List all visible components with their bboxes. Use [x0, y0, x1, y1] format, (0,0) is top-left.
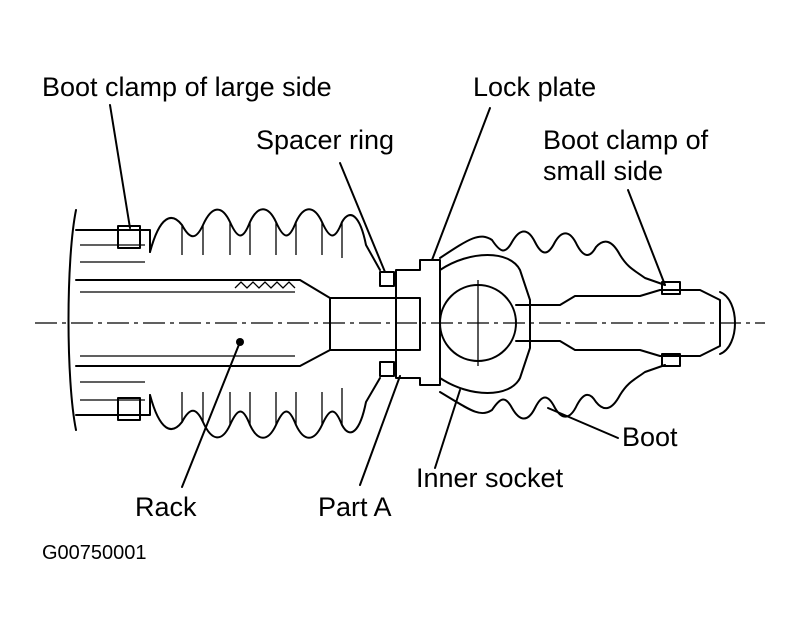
tie-rod-break — [719, 291, 736, 355]
leader-rack — [181, 341, 241, 488]
rack-shaft — [75, 279, 331, 367]
leader-boot — [547, 407, 619, 439]
tie-rod — [515, 289, 721, 357]
rack-teeth — [234, 281, 296, 289]
small-boot-top — [439, 230, 666, 286]
lock-plate — [395, 259, 441, 386]
small-boot-clamp-top — [661, 281, 681, 295]
inner-socket-housing — [439, 254, 531, 394]
spacer-ring-bottom — [379, 361, 395, 377]
housing-outline — [75, 229, 151, 416]
label-rack: Rack — [135, 492, 197, 522]
label-inner-socket: Inner socket — [416, 463, 564, 493]
label-part-a: Part A — [318, 492, 392, 522]
housing-ribs — [80, 244, 145, 401]
bellows-fold-lines — [181, 222, 343, 425]
small-boot-clamp-bottom — [661, 353, 681, 367]
housing-left-break — [67, 209, 77, 431]
label-lock-plate: Lock plate — [473, 72, 597, 102]
large-boot-bellows-bottom — [149, 377, 381, 439]
leader-boot-clamp-small — [627, 189, 666, 286]
leader-spacer-ring — [339, 162, 386, 273]
rack-shaft-inner — [80, 291, 295, 357]
label-boot-clamp-large: Boot clamp of large side — [42, 72, 332, 102]
leader-inner-socket — [434, 389, 461, 469]
label-boot-clamp-small-line1: Boot clamp of — [543, 125, 709, 155]
leader-lock-plate — [431, 107, 491, 261]
label-boot: Boot — [622, 422, 678, 452]
large-boot-bellows-top — [149, 208, 381, 271]
small-boot-bottom — [439, 364, 666, 420]
inner-shaft — [329, 297, 421, 351]
large-boot-clamp-bottom — [117, 397, 141, 421]
figure-code: G00750001 — [42, 542, 147, 564]
leader-part-a — [359, 375, 401, 486]
label-spacer-ring: Spacer ring — [256, 125, 395, 155]
leader-boot-clamp-large — [109, 104, 131, 229]
label-boot-clamp-small-line2: small side — [543, 156, 664, 186]
spacer-ring-top — [379, 271, 395, 287]
